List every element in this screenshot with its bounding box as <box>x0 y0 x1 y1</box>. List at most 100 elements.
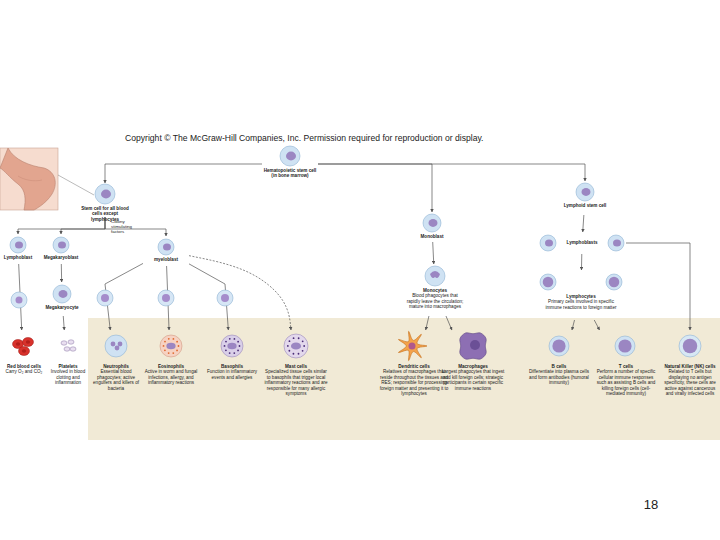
blood-cell-node: Megakaryoblast <box>38 234 84 264</box>
lineage-arrow <box>189 264 228 330</box>
cell-name: myeloblast <box>143 257 189 262</box>
blood-cell-node: Hematopoietic stem cell (in bone marrow) <box>262 145 318 183</box>
cell-name: Hematopoietic stem cell (in bone marrow) <box>262 168 318 179</box>
lineage-arrow <box>626 243 690 330</box>
lineage-arrow <box>426 316 429 330</box>
caption-group: Megakaryoblast <box>38 255 84 260</box>
blood-cell-node: Megakaryocyte <box>40 282 84 316</box>
caption-group: Dendritic cellsRelatives of macrophages … <box>378 364 450 396</box>
cell-drawing <box>90 330 142 364</box>
cell-description: Specialized tissue cells similar to baso… <box>264 369 328 396</box>
intermediate-cell <box>11 292 27 308</box>
caption-group: Lymphoblasts <box>538 240 626 245</box>
cell-description: Carry O₂ and CO₂ <box>0 369 48 374</box>
cell-name: Megakaryocyte <box>40 305 84 310</box>
cell-name: Monoblast <box>410 234 454 239</box>
lineage-arrow <box>318 164 432 212</box>
cell-drawing <box>0 234 36 255</box>
caption-group: Red blood cellsCarry O₂ and CO₂ <box>0 364 48 375</box>
caption-group: NeutrophilsEssential blood phagocytes; a… <box>90 364 142 391</box>
leader-line <box>58 175 94 195</box>
blood-cell-node: LymphocytesPrimary cells involved in spe… <box>536 270 626 320</box>
cell-name: Lymphoblasts <box>558 240 606 245</box>
cell-drawing <box>0 330 48 364</box>
lineage-arrow <box>433 242 434 264</box>
lineage-arrow <box>583 215 584 232</box>
lineage-arrow <box>581 254 582 270</box>
cell-name: T cells <box>594 364 658 369</box>
lineage-arrow <box>61 264 62 282</box>
tan-band <box>88 318 720 440</box>
caption-group: LymphocytesPrimary cells involved in spe… <box>536 294 626 310</box>
cell-drawing <box>47 330 89 364</box>
cell-name: Neutrophils <box>90 364 142 369</box>
cell-drawing <box>594 330 658 364</box>
cell-description: Essential blood phagocytes; active engul… <box>90 369 142 391</box>
blood-cell-node: MacrophagesLargest phagocytes that inges… <box>440 330 506 430</box>
cell-drawing <box>143 236 189 257</box>
caption-group: Lymphoid stem cell <box>562 203 608 208</box>
cell-name: Macrophages <box>440 364 506 369</box>
blood-cell-node: B cellsDifferentiate into plasma cells a… <box>528 330 590 430</box>
cell-drawing <box>205 330 259 364</box>
cell-name: Monocytes <box>406 288 464 293</box>
cell-drawing <box>406 264 464 288</box>
blood-cell-node: Lymphoblasts <box>538 232 626 254</box>
cell-description: Involved in blood clotting and inflammat… <box>47 369 89 385</box>
cell-description: Primary cells involved in specific immun… <box>544 299 618 310</box>
cell-name: Basophils <box>205 364 259 369</box>
blood-cell-node: Lymphoblast <box>0 234 36 264</box>
page-number: 18 <box>636 498 666 513</box>
intermediate-cell <box>158 290 174 306</box>
caption-group: MonocytesBlood phagocytes that rapidly l… <box>406 288 464 310</box>
cell-description: Active in worm and fungal infections, al… <box>143 369 199 385</box>
blood-cell-node: PlateletsInvolved in blood clotting and … <box>47 330 89 430</box>
cell-drawing <box>378 330 450 364</box>
cell-drawing <box>536 270 626 294</box>
cell-name: Mast cells <box>264 364 328 369</box>
intermediate-cell <box>97 290 113 306</box>
lineage-arrow <box>105 217 166 236</box>
blood-cell-node: myeloblast <box>143 236 189 266</box>
cell-drawing <box>562 181 608 203</box>
cell-description: Function in inflammatory events and alle… <box>205 369 259 380</box>
cell-name: Lymphocytes <box>544 294 618 299</box>
caption-group: T cellsPerform a number of specific cell… <box>594 364 658 396</box>
cell-drawing <box>80 183 130 206</box>
caption-group: PlateletsInvolved in blood clotting and … <box>47 364 89 386</box>
blood-cell-node: MonocytesBlood phagocytes that rapidly l… <box>406 264 464 316</box>
cell-name: Eosinophils <box>143 364 199 369</box>
lineage-arrow <box>105 164 262 183</box>
cell-drawing <box>143 330 199 364</box>
cell-description: Related to T cells but displaying no ant… <box>662 369 718 396</box>
caption-group: Megakaryocyte <box>40 305 84 310</box>
intermediate-cell <box>217 290 233 306</box>
copyright-note: Copyright © The McGraw-Hill Companies, I… <box>125 134 645 144</box>
blood-cell-node: BasophilsFunction in inflammatory events… <box>205 330 259 430</box>
cell-description: Differentiate into plasma cells and form… <box>528 369 590 385</box>
blood-cell-node: Mast cellsSpecialized tissue cells simil… <box>264 330 328 430</box>
cell-name: Platelets <box>47 364 89 369</box>
blood-cell-node: Natural Killer (NK) cellsRelated to T ce… <box>662 330 718 430</box>
blood-cell-node: Monoblast <box>410 212 454 242</box>
blood-cell-node: EosinophilsActive in worm and fungal inf… <box>143 330 199 430</box>
cell-description: Blood phagocytes that rapidly leave the … <box>406 293 464 309</box>
lineage-arrow <box>318 164 585 181</box>
caption-group: Lymphoblast <box>0 255 36 260</box>
caption-group: Natural Killer (NK) cellsRelated to T ce… <box>662 364 718 396</box>
cell-description: Relatives of macrophages that reside thr… <box>378 369 450 396</box>
cell-name: Megakaryoblast <box>38 255 84 260</box>
bone-illustration <box>0 148 58 210</box>
cell-drawing <box>440 330 506 364</box>
caption-group: myeloblast <box>143 257 189 262</box>
cell-name: Red blood cells <box>0 364 48 369</box>
blood-cell-node: Red blood cellsCarry O₂ and CO₂ <box>0 330 48 430</box>
caption-group: EosinophilsActive in worm and fungal inf… <box>143 364 199 386</box>
cell-name: B cells <box>528 364 590 369</box>
cell-name: Lymphoblast <box>0 255 36 260</box>
cell-name: Natural Killer (NK) cells <box>662 364 718 369</box>
